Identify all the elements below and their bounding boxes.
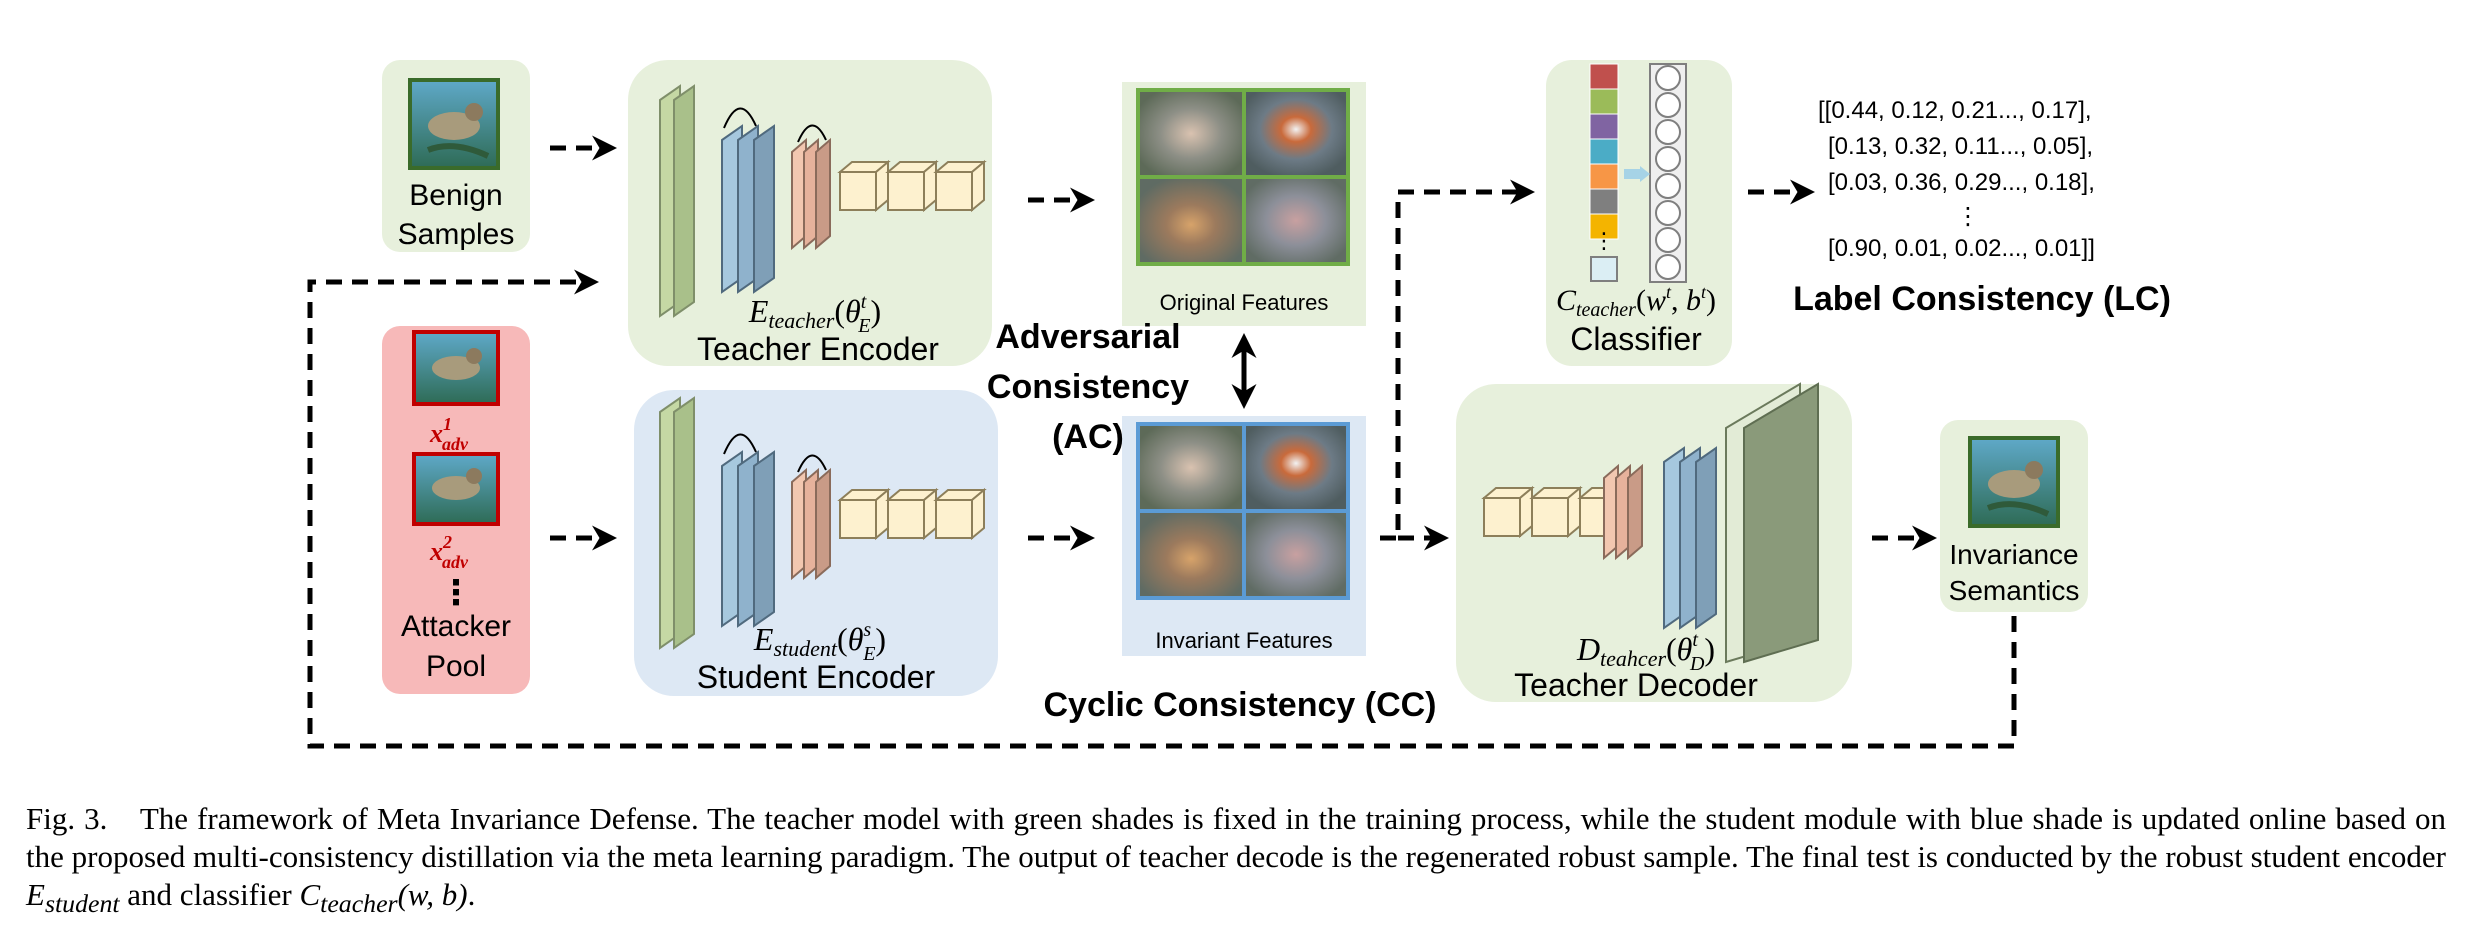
caption-math-classifier: Cteacher(w, b) [299, 877, 468, 919]
caption-and: and classifier [127, 877, 292, 912]
prob-row-3: [0.03, 0.36, 0.29..., 0.18], [1828, 169, 2095, 196]
classifier-neuron [1655, 65, 1681, 91]
arrow-invariant-to-classifier [1380, 179, 1535, 541]
lc-label: Label Consistency (LC) [1793, 280, 2171, 318]
caption-math-student: Estudent [26, 877, 120, 919]
invariant-features: Invariant Features [1122, 416, 1366, 656]
teacher-encoder-label: Teacher Encoder [697, 331, 939, 367]
invariance-semantics: Invariance Semantics [1940, 420, 2088, 612]
benign-label-line1: Benign [409, 179, 502, 212]
invariant-features-label: Invariant Features [1155, 628, 1332, 653]
classifier-neuron [1655, 119, 1681, 145]
prob-row-last: [0.90, 0.01, 0.02..., 0.01]] [1828, 235, 2095, 262]
classifier-feature-cell [1589, 63, 1619, 90]
benign-label-line2: Samples [398, 218, 515, 251]
classifier-math: Cteacher(wt, bt) [1556, 282, 1716, 321]
classifier-neuron [1655, 200, 1681, 226]
pool-dots: ⋮ [439, 574, 473, 612]
pool-label-line1: Attacker [401, 610, 511, 643]
classifier-dots: ⋮ [1593, 228, 1615, 253]
classifier-neuron [1655, 92, 1681, 118]
arrow-feedback-loop [307, 269, 2017, 749]
original-features: Original Features [1122, 82, 1366, 326]
benign-samples: Benign Samples [382, 60, 530, 252]
original-features-label: Original Features [1160, 290, 1329, 315]
output-probabilities: [[0.44, 0.12, 0.21..., 0.17], [0.13, 0.3… [1818, 97, 2095, 262]
classifier-neuron [1655, 227, 1681, 253]
output-bird-image [1968, 436, 2060, 528]
classifier-feature-cell [1589, 88, 1619, 115]
caption-end: . [467, 877, 476, 912]
cc-label: Cyclic Consistency (CC) [1044, 686, 1437, 724]
output-label-line1: Invariance [1949, 539, 2078, 570]
prob-row-dots: ⋮ [1956, 203, 1980, 230]
classifier-neurons [1655, 65, 1681, 280]
pool-label-line2: Pool [426, 650, 486, 683]
classifier-feature-cell [1589, 138, 1619, 165]
classifier-neuron [1655, 254, 1681, 280]
classifier-feature-cell [1589, 188, 1619, 215]
ac-label-line2: Consistency [987, 368, 1189, 406]
prob-row-2: [0.13, 0.32, 0.11..., 0.05], [1828, 133, 2093, 160]
classifier-neuron [1655, 146, 1681, 172]
classifier-label: Classifier [1570, 321, 1702, 357]
caption-text: The framework of Meta Invariance Defense… [26, 801, 2446, 874]
ac-label-line3: (AC) [1052, 418, 1124, 456]
adv-sample-1-image [412, 330, 500, 406]
adv-sample-2-image [412, 452, 500, 526]
classifier-feature-cells [1589, 63, 1619, 240]
ac-label-line1: Adversarial [995, 318, 1180, 356]
classifier-neuron [1655, 173, 1681, 199]
classifier-feature-cell [1589, 113, 1619, 140]
output-label-line2: Semantics [1949, 575, 2080, 606]
student-encoder-label: Student Encoder [697, 659, 936, 695]
classifier-feature-cell [1589, 213, 1619, 240]
caption-fig-number: Fig. 3. [26, 801, 108, 836]
figure-caption: Fig. 3. The framework of Meta Invariance… [26, 800, 2446, 923]
prob-row-1: [[0.44, 0.12, 0.21..., 0.17], [1818, 97, 2092, 124]
classifier: ⋮ Cteacher(wt, bt) Classifier [1546, 60, 1732, 366]
benign-bird-image [408, 78, 500, 170]
classifier-feature-cell [1589, 163, 1619, 190]
teacher-decoder-label: Teacher Decoder [1514, 667, 1758, 703]
